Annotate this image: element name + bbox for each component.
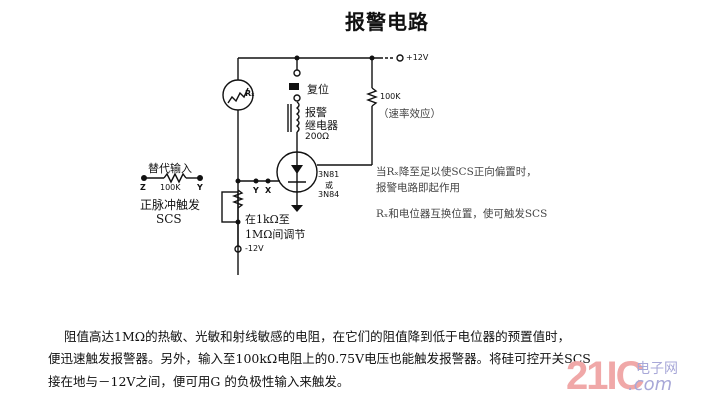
- resistor-top-value: 100K: [380, 92, 401, 101]
- watermark-logo: 21IC: [566, 354, 644, 398]
- alt-input-node-y: Y: [197, 183, 203, 192]
- relay-label-2: 继电器: [305, 119, 338, 132]
- page-title: 报警电路: [345, 10, 429, 34]
- alt-input-resistor: 100K: [160, 183, 181, 192]
- scs-part-2: 或: [325, 181, 333, 190]
- watermark-domain: .com: [628, 374, 673, 395]
- note-1-line-1: 当Rₓ降至足以使SCS正向偏置时，: [376, 166, 537, 178]
- description-line-1: 阻值高达1MΩ的热敏、光敏和射线敏感的电阻，在它们的阻值降到低于电位器的预置值时…: [64, 329, 571, 344]
- note-2: Rₓ和电位器互换位置，使可触发SCS: [376, 208, 548, 220]
- description-line-2: 便迅速触发报警器。另外，输入至100kΩ电阻上的0.75V电压也能触发报警器。将…: [48, 351, 591, 366]
- node-x-label: X: [265, 186, 272, 195]
- supply-positive-label: +12V: [406, 53, 429, 62]
- circuit-diagram: [141, 54, 404, 275]
- alt-input-title: 替代输入: [148, 162, 192, 175]
- scs-part-3: 3N84: [318, 190, 340, 199]
- reset-switch-label: 复位: [307, 83, 329, 96]
- note-1-line-2: 报警电路即起作用: [376, 182, 460, 194]
- scs-part-1: 3N81: [318, 170, 340, 179]
- sensor-label: Rₓ: [245, 89, 255, 98]
- description-line-3: 接在地与－12V之间，便可用G 的负极性输入来触发。: [48, 374, 350, 389]
- alt-input-caption-2: SCS: [156, 212, 182, 226]
- relay-resistance: 200Ω: [305, 132, 330, 142]
- pot-label-2: 1MΩ间调节: [245, 228, 306, 241]
- relay-label-1: 报警: [305, 106, 327, 119]
- resistor-top-note: （速率效应）: [378, 108, 441, 120]
- pot-label-1: 在1kΩ至: [245, 213, 290, 226]
- alt-input-node-z: Z: [140, 183, 146, 192]
- watermark-cn: 电子网: [636, 361, 678, 377]
- node-y-label: Y: [253, 186, 259, 195]
- supply-negative-label: -12V: [245, 244, 264, 253]
- alt-input-caption-1: 正脉冲触发: [140, 198, 201, 212]
